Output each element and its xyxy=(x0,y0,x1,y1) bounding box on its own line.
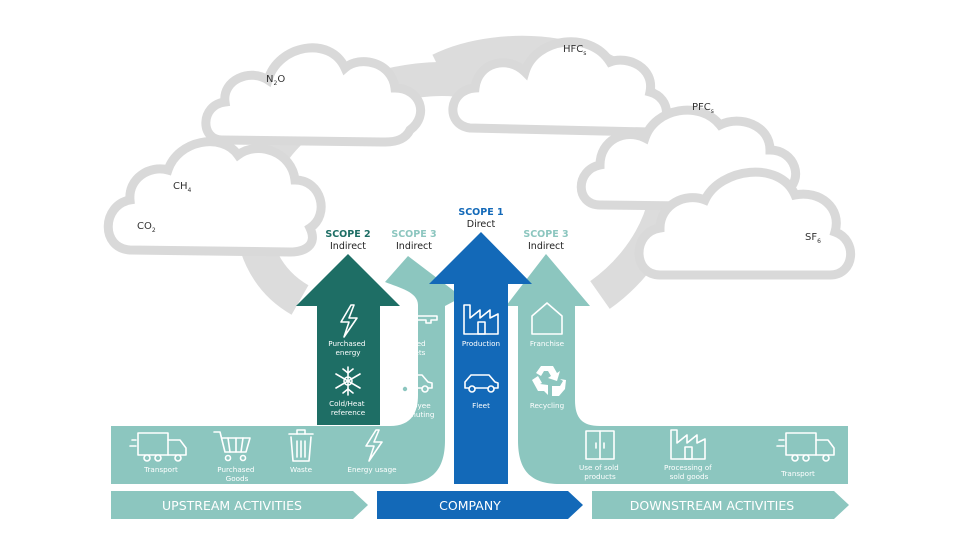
gas-sf6: SF6 xyxy=(805,232,821,245)
upstream-transport-label: Transport xyxy=(143,465,178,474)
recycle-icon xyxy=(532,366,566,396)
scope3-left-title: SCOPE 3 xyxy=(391,229,436,240)
processing-factory-icon xyxy=(670,429,706,460)
scope3-right-title: SCOPE 3 xyxy=(523,229,568,240)
lightning-icon xyxy=(340,304,358,338)
scope3-left-heading: SCOPE 3 Indirect xyxy=(391,229,436,252)
company-label: COMPANY xyxy=(439,498,501,513)
upstream-band xyxy=(111,256,462,484)
key-icon xyxy=(392,311,438,325)
recycling-label: Recycling xyxy=(530,401,564,410)
scope1-arrow xyxy=(429,232,532,484)
processing-sold-goods-label: Processing of sold goods xyxy=(664,463,714,481)
purchased-goods-label: Purchased Goods xyxy=(217,465,257,483)
scope2-subtitle: Indirect xyxy=(330,241,366,252)
cloud-n2o xyxy=(201,43,426,147)
scope2-title: SCOPE 2 xyxy=(325,229,370,240)
snowflake-sun-icon xyxy=(335,366,361,396)
gas-hfcs: HFCs xyxy=(563,44,586,57)
house-icon xyxy=(531,302,563,335)
scope1-title: SCOPE 1 xyxy=(458,207,503,218)
downstream-transport-label: Transport xyxy=(780,469,815,478)
energy-lightning-icon xyxy=(365,429,383,462)
franchise-label: Franchise xyxy=(530,339,565,348)
car-icon xyxy=(397,374,433,393)
scope3-right-subtitle: Indirect xyxy=(528,241,564,252)
fleet-label: Fleet xyxy=(472,401,490,410)
truck-icon xyxy=(129,432,187,462)
cloud-sf6 xyxy=(634,167,855,280)
shopping-cart-icon xyxy=(213,431,251,462)
downstream-activities-band: DOWNSTREAM ACTIVITIES xyxy=(592,491,849,519)
fleet-car-icon xyxy=(464,374,499,393)
trash-icon xyxy=(288,429,314,462)
scope3-right-heading: SCOPE 3 Indirect xyxy=(523,229,568,252)
use-of-sold-products-label: Use of sold products xyxy=(579,463,621,481)
employee-commuting-label: Employee commuting xyxy=(394,401,435,419)
leased-assets-label: Leased assets xyxy=(400,339,428,357)
cloud-hfc xyxy=(448,37,671,137)
gas-labels: CO2 CH4 N2O HFCs PFCs SF6 xyxy=(137,44,821,245)
upstream-activities-band: UPSTREAM ACTIVITIES xyxy=(111,491,368,519)
production-label: Production xyxy=(462,339,500,348)
downstream-band xyxy=(506,254,848,484)
scope1-subtitle: Direct xyxy=(467,219,496,230)
purchased-energy-label: Purchased energy xyxy=(328,339,368,357)
door-icon xyxy=(585,430,615,460)
scope3-left-subtitle: Indirect xyxy=(396,241,432,252)
upstream-activities-label: UPSTREAM ACTIVITIES xyxy=(162,498,302,513)
cloud-ch4-co2 xyxy=(103,137,326,257)
downstream-truck-icon xyxy=(776,432,835,462)
factory-icon xyxy=(463,304,499,335)
gas-ch4: CH4 xyxy=(173,181,192,194)
scope2-heading: SCOPE 2 Indirect xyxy=(325,229,370,252)
downstream-activities-label: DOWNSTREAM ACTIVITIES xyxy=(630,498,794,513)
waste-label: Waste xyxy=(290,465,313,474)
gas-co2: CO2 xyxy=(137,221,156,234)
energy-usage-label: Energy usage xyxy=(347,465,397,474)
scope2-arrow xyxy=(296,254,400,425)
gas-pfcs: PFCs xyxy=(692,102,714,115)
scope1-heading: SCOPE 1 Direct xyxy=(458,207,503,230)
cold-heat-label: Cold/Heat reference xyxy=(329,399,367,417)
company-band: COMPANY xyxy=(377,491,583,519)
gas-n2o: N2O xyxy=(266,74,285,87)
